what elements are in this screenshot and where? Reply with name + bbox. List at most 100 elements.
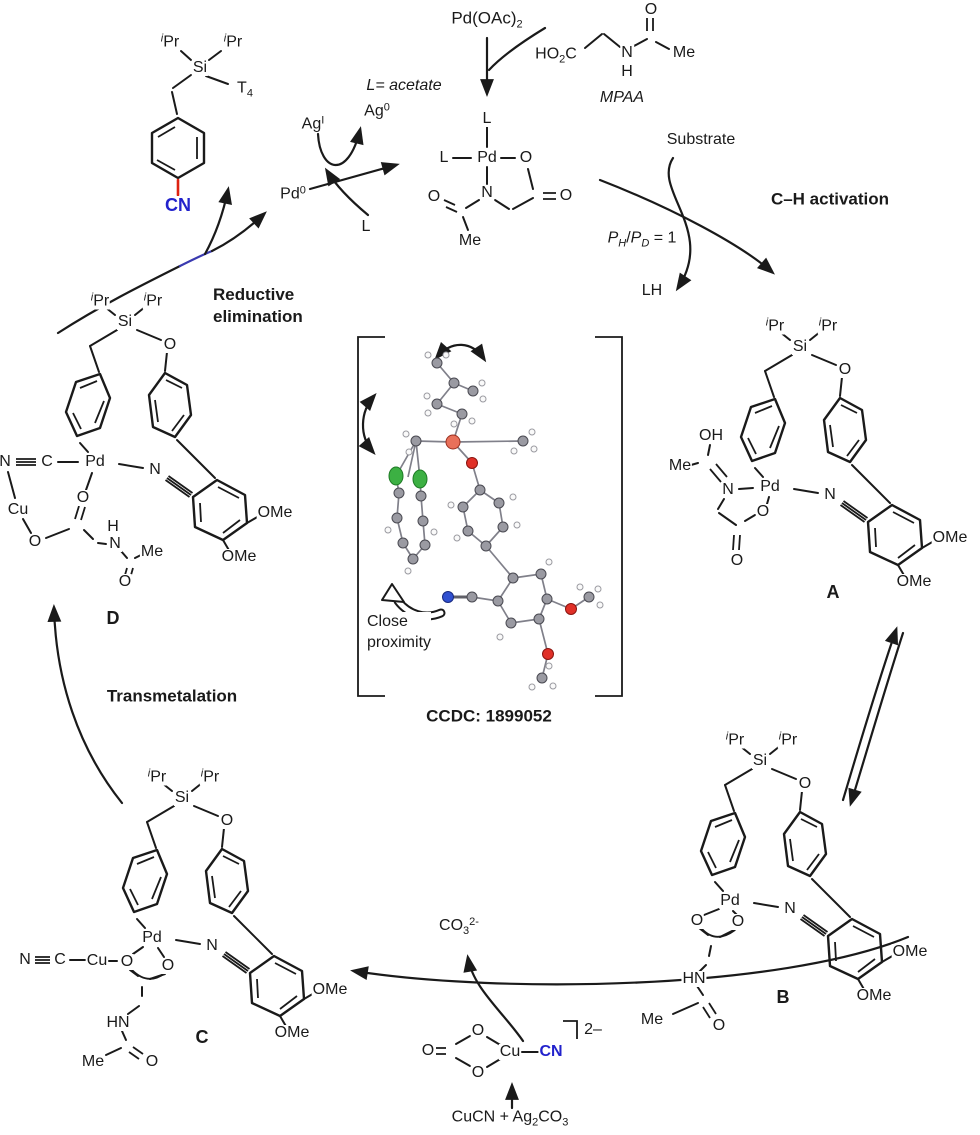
- c-n-nitrile: N: [205, 937, 219, 954]
- d-ome-bottom: OMe: [220, 548, 258, 565]
- close-proximity-line1: Close: [367, 613, 408, 630]
- cub-o-left: O: [420, 1042, 436, 1059]
- complex-l-top: L: [481, 110, 493, 127]
- a-si: Si: [791, 338, 809, 355]
- complex-o-carboxyl: O: [558, 187, 574, 204]
- c-n-cyanide: N: [18, 951, 32, 968]
- product-ipr-right: iPr: [222, 32, 244, 51]
- c-ome-right: OMe: [311, 981, 349, 998]
- mpaa-ho2c: HO2C: [534, 45, 578, 66]
- d-me: Me: [139, 543, 165, 560]
- c-ipr-left: iPr: [146, 767, 168, 786]
- si-atom: [445, 434, 461, 450]
- c-me: Me: [80, 1053, 106, 1070]
- complex-n: N: [480, 184, 494, 201]
- b-o-si: O: [797, 775, 813, 792]
- agI-ag0-curve: [316, 126, 364, 166]
- b-si: Si: [751, 752, 769, 769]
- charge-bracket: [563, 1020, 578, 1039]
- lh-label: LH: [640, 282, 664, 299]
- complex-o-right: O: [518, 149, 534, 166]
- ligand-definition: L= acetate: [365, 77, 443, 94]
- b-ome-bottom: OMe: [855, 987, 893, 1004]
- b-pd: Pd: [719, 892, 741, 909]
- c-o-cu: O: [119, 953, 135, 970]
- cycle-arrows: [47, 26, 910, 1110]
- structure-c-chelate: [35, 946, 166, 1060]
- a-pd: Pd: [759, 478, 781, 495]
- step-ch-activation: C–H activation: [769, 189, 891, 209]
- silver-0: Ag0: [363, 101, 391, 120]
- ligand-free: L: [360, 218, 372, 235]
- cub-o-top: O: [470, 1022, 486, 1039]
- c-cu: Cu: [85, 952, 109, 969]
- a-n-nitrile: N: [823, 486, 837, 503]
- mpaa-title: MPAA: [598, 89, 646, 106]
- c-ipr-right: iPr: [199, 767, 221, 786]
- pd0-to-complex-arrow: [308, 162, 400, 191]
- product-skeleton: [150, 50, 229, 197]
- compound-c: C: [194, 1027, 210, 1047]
- a-ome-right: OMe: [931, 529, 969, 546]
- b-o-amide: O: [711, 1017, 727, 1034]
- d-ipr-right: iPr: [142, 291, 164, 310]
- b-to-c-arrow: [350, 935, 910, 986]
- d-ome-right: OMe: [256, 504, 294, 521]
- central-complex-skeleton: [443, 126, 556, 231]
- b-o2: O: [730, 913, 746, 930]
- carbonate-out-curve: [463, 954, 525, 1043]
- reagent-pdoac2: Pd(OAc)2: [450, 8, 524, 31]
- cucn-reagent: CuCN + Ag2CO3: [450, 1108, 570, 1129]
- reductive-line2: elimination: [213, 307, 303, 327]
- c-pd: Pd: [141, 929, 163, 946]
- kie-label: PH/PD = 1: [606, 229, 678, 250]
- mpaa-skeleton: [584, 16, 670, 50]
- b-ipr-right: iPr: [777, 730, 799, 749]
- product-release-arrow: [203, 186, 232, 256]
- cub-o-bottom: O: [470, 1064, 486, 1081]
- ch-activation-arc: [598, 178, 775, 275]
- step-reductive-elimination: Reductive elimination: [213, 284, 303, 329]
- pd-0: Pd0: [279, 184, 307, 203]
- ligand-in-curve: [324, 167, 370, 217]
- reductive-to-pd0-arrow: [210, 211, 267, 253]
- a-o-carbonyl: O: [729, 552, 745, 569]
- green-ellipsoid-1: [388, 466, 404, 486]
- reductive-line1: Reductive: [213, 285, 295, 304]
- d-h-amide: H: [106, 518, 120, 535]
- b-ome-right: OMe: [891, 943, 929, 960]
- complex-l-left: L: [438, 149, 450, 166]
- silver-i: AgI: [300, 114, 326, 133]
- structure-a-chelate: [690, 444, 770, 551]
- mpaa-o: O: [643, 1, 659, 18]
- green-ellipsoid-2: [412, 469, 428, 489]
- a-o-chelate: O: [755, 503, 771, 520]
- a-o-si: O: [837, 361, 853, 378]
- reductive-arrow-blue-segment: [178, 249, 214, 268]
- compound-d: D: [105, 608, 121, 628]
- cub-cn: CN: [538, 1043, 564, 1060]
- left-bracket: [357, 336, 385, 697]
- c-o-amide: O: [144, 1053, 160, 1070]
- crystal-panel: [357, 336, 623, 697]
- cub-charge: 2–: [583, 1021, 603, 1038]
- c-o2: O: [160, 957, 176, 974]
- right-bracket: [595, 336, 623, 697]
- a-ome-bottom: OMe: [895, 573, 933, 590]
- c-o-si: O: [219, 812, 235, 829]
- d-n-amide: N: [108, 535, 122, 552]
- cub-cu: Cu: [498, 1043, 522, 1060]
- b-o1: O: [689, 912, 705, 929]
- d-si: Si: [116, 313, 134, 330]
- a-b-equilibrium-up: [841, 626, 899, 802]
- cu-carbonate-skeleton: [436, 1020, 578, 1068]
- rotation-arrow-top: [434, 342, 487, 363]
- product-si: Si: [191, 59, 209, 76]
- a-ipr-right: iPr: [817, 316, 839, 335]
- mpaa-me: Me: [671, 44, 697, 61]
- mpaa-n: N: [620, 44, 634, 61]
- substrate-lh-curve: [667, 156, 692, 292]
- carbonate-released: CO32-: [438, 916, 480, 937]
